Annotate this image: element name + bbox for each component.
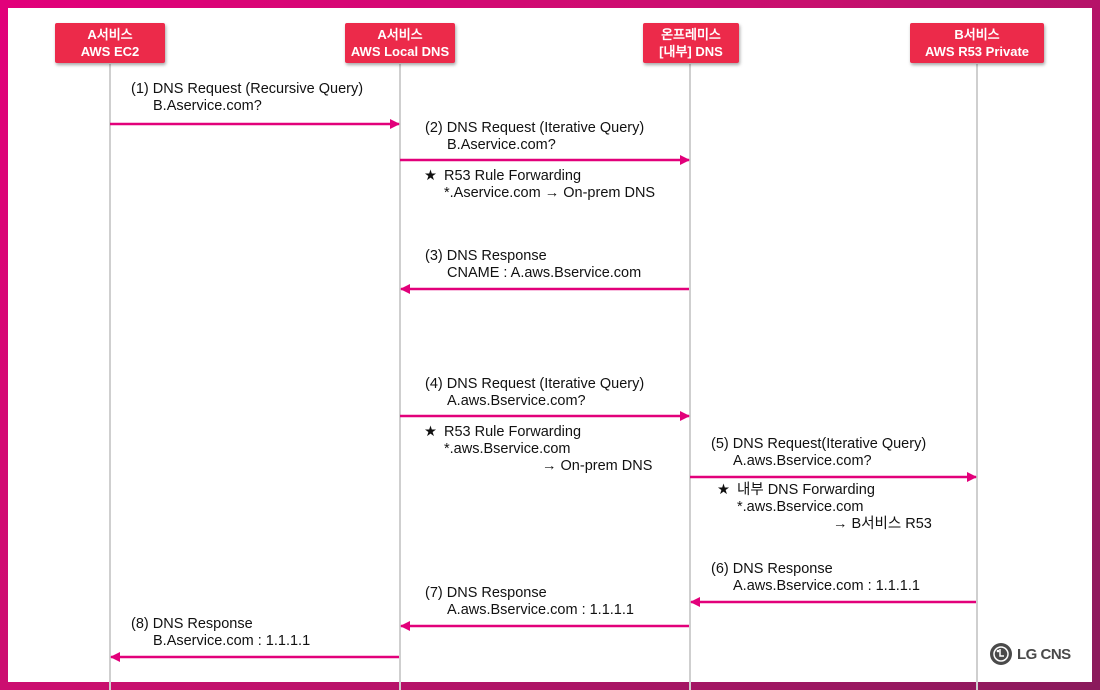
note-line: *.aws.Bservice.com [737,499,864,515]
note-title: 내부 DNS Forwarding [737,482,875,498]
note-line: → B서비스 R53 [833,516,932,532]
star-icon: ★ [717,482,730,498]
note-line: *.aws.Bservice.com [444,441,571,457]
message-label: (7) DNS Response [425,585,547,601]
actor-label-line2: AWS Local DNS [350,44,450,59]
message-detail: A.aws.Bservice.com? [447,393,586,409]
message-label: (8) DNS Response [131,616,253,632]
note-title: R53 Rule Forwarding [444,424,582,440]
message-label: (6) DNS Response [711,561,833,577]
message-label: (2) DNS Request (Iterative Query) [425,120,645,136]
message-7: (7) DNS Response A.aws.Bservice.com : 1.… [425,585,634,619]
message-5: (5) DNS Request(Iterative Query) A.aws.B… [711,436,926,470]
note-line: → On-prem DNS [542,458,653,474]
message-1: (1) DNS Request (Recursive Query) B.Aser… [131,81,363,115]
actor-label-line1: B서비스 [954,27,1000,42]
actor-onprem-dns: 온프레미스 [내부] DNS [643,23,739,63]
message-label: (4) DNS Request (Iterative Query) [425,376,645,392]
actor-aws-local-dns: A서비스 AWS Local DNS [345,23,455,63]
message-detail: A.aws.Bservice.com? [733,453,872,469]
note-internal-dns-forwarding: ★ 내부 DNS Forwarding *.aws.Bservice.com → … [717,482,932,533]
lifeline-r53-private [976,64,978,690]
message-detail: A.aws.Bservice.com : 1.1.1.1 [447,602,634,618]
message-6: (6) DNS Response A.aws.Bservice.com : 1.… [711,561,920,595]
note-title: R53 Rule Forwarding [444,168,582,184]
lg-cns-logo: LG CNS [990,643,1071,665]
lifeline-ec2 [109,64,111,690]
message-8: (8) DNS Response B.Aservice.com : 1.1.1.… [131,616,310,650]
lifeline-local-dns [399,64,401,690]
note-r53-rule-forwarding-1: ★ R53 Rule Forwarding *.Aservice.com → On… [424,168,655,202]
actor-label-line1: A서비스 [377,27,423,42]
star-icon: ★ [424,168,437,184]
message-label: (5) DNS Request(Iterative Query) [711,436,927,452]
message-4: (4) DNS Request (Iterative Query) A.aws.… [425,376,644,410]
lifeline-onprem-dns [689,64,691,690]
actor-label-line2: [내부] DNS [659,44,723,59]
actor-aws-ec2: A서비스 AWS EC2 [55,23,165,63]
message-3: (3) DNS Response CNAME : A.aws.Bservice.… [425,248,641,282]
actor-label-line1: A서비스 [87,27,133,42]
lg-logo-icon [990,643,1012,665]
message-detail: B.Aservice.com? [153,98,262,114]
message-detail: B.Aservice.com : 1.1.1.1 [153,633,311,649]
diagram-canvas [8,8,1092,682]
note-line: *.Aservice.com → On-prem DNS [444,185,656,201]
actor-r53-private: B서비스 AWS R53 Private [910,23,1044,63]
actor-label-line2: AWS EC2 [80,44,140,59]
logo-text: LG CNS [1017,645,1071,663]
message-label: (3) DNS Response [425,248,547,264]
message-detail: CNAME : A.aws.Bservice.com [447,265,642,281]
star-icon: ★ [424,424,437,440]
message-detail: B.Aservice.com? [447,137,556,153]
message-2: (2) DNS Request (Iterative Query) B.Aser… [425,120,644,154]
actor-label-line2: AWS R53 Private [924,44,1030,59]
note-r53-rule-forwarding-2: ★R53 Rule Forwarding *.aws.Bservice.com … [424,424,652,475]
message-label: (1) DNS Request (Recursive Query) [131,81,364,97]
message-detail: A.aws.Bservice.com : 1.1.1.1 [733,578,920,594]
actor-label-line1: 온프레미스 [661,27,721,42]
